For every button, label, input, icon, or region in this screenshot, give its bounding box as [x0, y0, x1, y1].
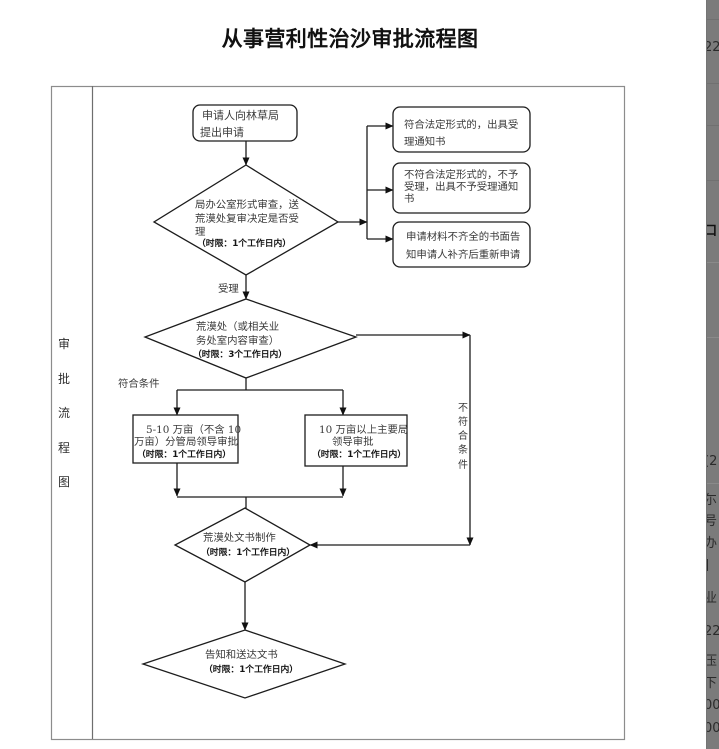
background-text-fragment: 下 [707, 676, 717, 692]
background-text-fragment: 业 [707, 591, 717, 607]
background-divider [707, 262, 719, 263]
background-divider [707, 180, 719, 181]
background-page-overlay: 224 口 (2 尓 号 办 ] 业 22 压 下 00 00 [706, 0, 719, 749]
content-review-time-limit: （时限：3个工作日内） [193, 350, 288, 360]
background-divider [707, 83, 719, 84]
document-prep-time-limit: （时限：1个工作日内） [201, 548, 296, 558]
approval-box-director [304, 414, 408, 467]
initial-review-time-limit: （时限：1个工作日内） [197, 239, 292, 249]
side-label-char: 审 [57, 337, 70, 351]
document-prep-text: 荒漠处文书制作 [203, 532, 276, 544]
background-divider [707, 125, 719, 126]
background-divider [707, 483, 719, 484]
outcome-accepted-text: 符合法定形式的，出具受 [404, 119, 519, 131]
not-meets-label-char: 不 [458, 403, 468, 414]
approval-director-time-limit: （时限：1个工作日内） [312, 450, 407, 460]
side-label-char: 图 [57, 475, 70, 489]
start-box-text: 提出申请 [200, 126, 244, 139]
approval-deputy-text: 5-10 万亩（不含 10 [146, 424, 242, 436]
side-label-char: 批 [57, 372, 70, 386]
background-divider [707, 19, 719, 20]
not-meets-label-char: 符 [458, 417, 468, 428]
background-text-fragment: 办 [707, 536, 717, 552]
outcome-incomplete-text: 申请材料不齐全的书面告 [406, 231, 521, 243]
start-box [192, 104, 298, 142]
approval-box-deputy [132, 414, 239, 464]
delivery-diamond [140, 629, 348, 699]
approval-director-text: 10 万亩以上主要局 [319, 424, 409, 436]
background-text-fragment: 00 [707, 721, 719, 737]
background-text-fragment: 224 [707, 40, 719, 56]
outcome-accepted-text: 理通知书 [404, 136, 446, 148]
outcome-rejected-text: 不符合法定形式的，不予 [404, 169, 519, 181]
side-label-char: 程 [57, 441, 70, 455]
background-text-fragment: 尓 [707, 493, 717, 509]
background-text-fragment: (2 [707, 454, 718, 469]
background-text-fragment: 压 [707, 654, 717, 670]
outcome-box-incomplete [392, 221, 531, 268]
approval-deputy-text: 万亩）分管局领导审批 [134, 436, 238, 448]
approval-director-text: 领导审批 [332, 436, 374, 448]
delivery-time-limit: （时限：1个工作日内） [204, 665, 299, 675]
table-frame [50, 85, 626, 741]
background-text-fragment: ] [707, 558, 709, 574]
not-meets-label-char: 合 [458, 431, 468, 442]
background-text-fragment: 22 [707, 624, 719, 640]
not-meets-label-char: 件 [458, 460, 468, 471]
delivery-text: 告知和送达文书 [205, 649, 278, 661]
initial-review-text: 理 [195, 226, 206, 238]
approval-deputy-time-limit: （时限：1个工作日内） [137, 450, 232, 460]
background-text-fragment: 00 [707, 698, 719, 714]
outcome-box-accepted [392, 106, 531, 153]
outcome-rejected-text: 书 [404, 193, 415, 205]
outcome-box-rejected [392, 162, 531, 214]
content-review-text: 荒漠处（或相关业 [196, 321, 280, 333]
outcome-incomplete-text: 知申请人补齐后重新申请 [406, 249, 521, 261]
meets-conditions-label: 符合条件 [118, 378, 160, 390]
background-text-fragment: 口 [707, 224, 717, 240]
document-prep-diamond [173, 507, 312, 583]
accept-label: 受理 [218, 283, 239, 295]
background-text-fragment: 号 [707, 514, 717, 530]
initial-review-text: 荒漠处复审决定是否受 [195, 213, 299, 225]
side-label-char: 流 [57, 406, 70, 420]
initial-review-text: 局办公室形式审查，送 [195, 199, 299, 211]
content-review-text: 务处室内容审查） [196, 335, 280, 347]
background-divider [707, 337, 719, 338]
not-meets-label-char: 条 [458, 445, 468, 456]
outcome-rejected-text: 受理，出具不予受理通知 [404, 181, 519, 193]
diagram-title: 从事营利性治沙审批流程图 [221, 26, 479, 51]
start-box-text: 申请人向林草局 [202, 109, 279, 122]
